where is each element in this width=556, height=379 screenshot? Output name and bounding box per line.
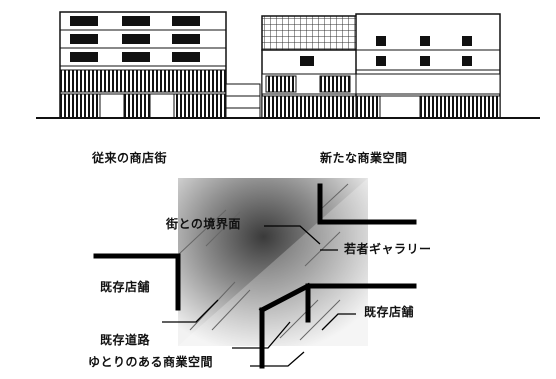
building-edges <box>93 183 417 369</box>
open-commercial-space <box>178 178 368 346</box>
label-existing-store-left: 既存店舗 <box>100 280 151 294</box>
label-existing-store-right: 既存店舗 <box>364 305 415 319</box>
elevation-right-building <box>261 13 501 119</box>
heading-traditional-street: 従来の商店街 <box>92 151 168 165</box>
elevation-passage <box>225 83 261 119</box>
label-road: 既存道路 <box>100 333 151 347</box>
heading-new-commercial-space: 新たな商業空間 <box>320 151 408 165</box>
label-boundary: 街との境界面 <box>166 217 241 231</box>
glass-hatching <box>177 183 349 341</box>
label-gallery: 若者ギャラリー <box>344 242 432 256</box>
leader-lines <box>162 225 356 367</box>
label-commercial-space: ゆとりのある商業空間 <box>88 355 214 369</box>
elevation-left-building <box>59 11 227 119</box>
